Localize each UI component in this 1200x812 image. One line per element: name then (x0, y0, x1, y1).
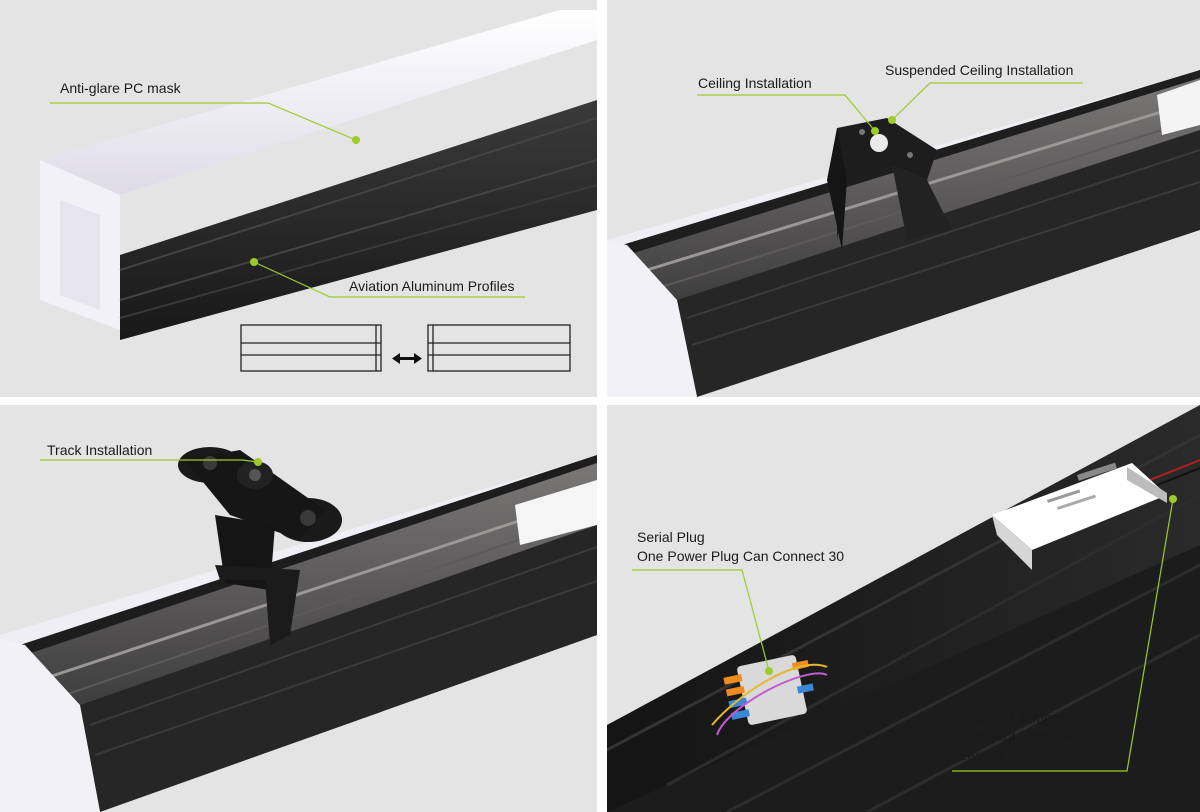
ceiling-mount-illustration (607, 70, 1200, 397)
profile-comparison-icon (240, 324, 571, 372)
mask-label: Anti-glare PC mask (60, 80, 181, 96)
panel-track-installation: Track Installation (0, 405, 597, 812)
serial-plug-illustration (607, 405, 1200, 812)
panel-anti-glare-mask: Anti-glare PC mask Aviation Aluminum Pro… (0, 0, 597, 397)
panel-exposed-driver: Serial Plug One Power Plug Can Connect 3… (607, 405, 1200, 812)
track-adapter (178, 447, 342, 645)
track-callout-line (40, 459, 259, 463)
driver-feature-3: Sufficient Light Life (958, 728, 1077, 744)
light-bar-illustration (40, 10, 597, 372)
track-label: Track Installation (47, 442, 153, 458)
ceiling-callout-line (697, 94, 876, 132)
track-adapter-illustration (0, 447, 597, 812)
driver-feature-4: Easy to Disassemble (958, 747, 1089, 763)
serial-plug-connector (711, 655, 828, 736)
profile-callout-line (253, 261, 525, 298)
serial-callout-line (632, 569, 770, 672)
serial-plug-sublabel: One Power Plug Can Connect 30 (637, 548, 845, 564)
panel-ceiling-installation: Ceiling Installation Suspended Ceiling I… (607, 0, 1200, 397)
mask-callout-line (50, 102, 357, 141)
double-arrow-icon (392, 353, 422, 364)
profile-label: Aviation Aluminum Profiles (349, 278, 515, 294)
ceiling-label: Ceiling Installation (698, 75, 812, 91)
serial-plug-label: Serial Plug (637, 529, 705, 545)
ceiling-bracket (827, 118, 952, 250)
driver-callout-line (952, 498, 1174, 772)
driver-feature-2: Reduced Temperature (958, 709, 1097, 725)
suspended-label: Suspended Ceiling Installation (885, 62, 1074, 78)
led-driver (992, 462, 1167, 570)
suspended-callout-line (891, 82, 1083, 121)
driver-feature-1: Exposed Driver (958, 690, 1054, 706)
